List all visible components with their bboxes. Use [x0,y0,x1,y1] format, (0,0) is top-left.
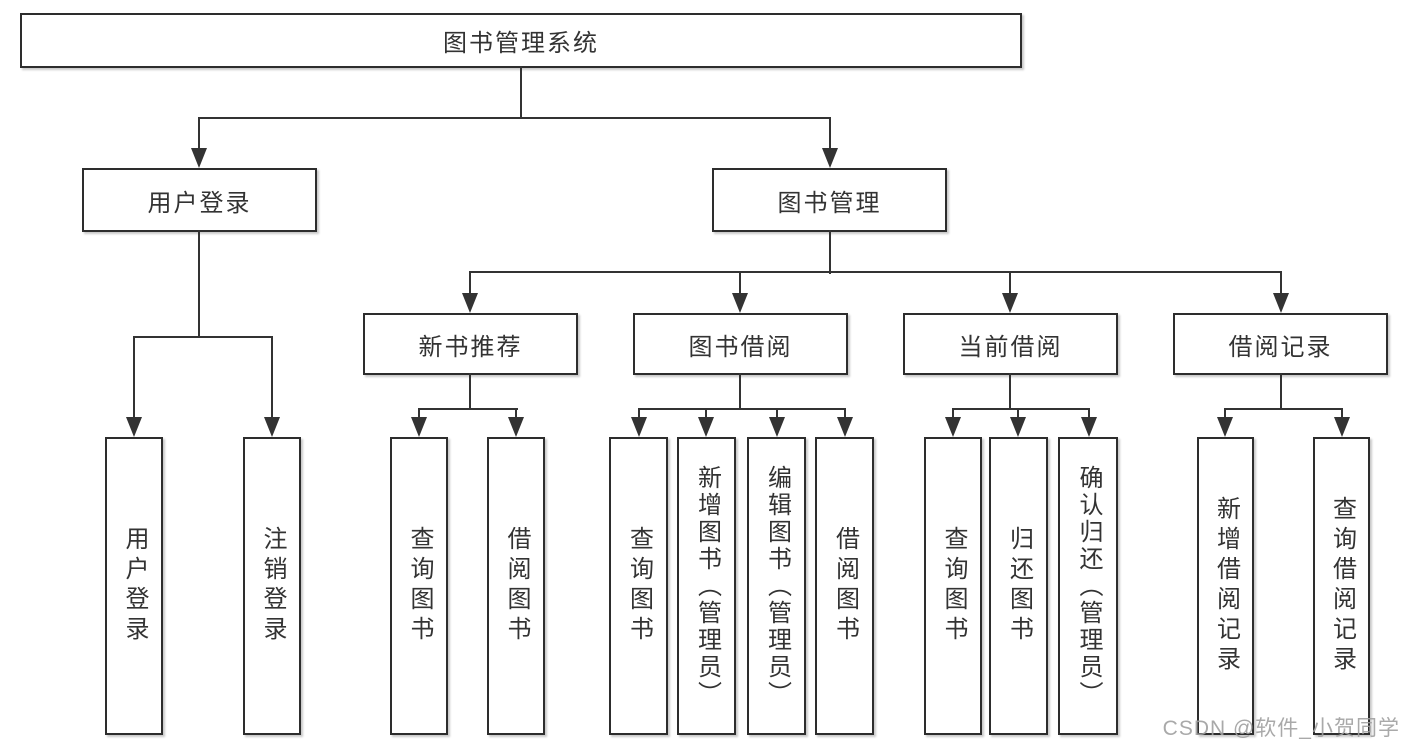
connector-leaf-drop [271,336,273,423]
leaf-bb-query-books-label: 查询图书 [625,526,653,646]
node-book-borrow-label: 图书借阅 [688,333,793,361]
leaf-nb-query-books: 查询图书 [390,437,448,735]
leaf-bb-add-books-admin-label: 新增图书（管理员） [693,464,721,708]
node-user-login: 用户登录 [82,168,317,232]
node-new-book-recommend: 新书推荐 [363,313,578,375]
leaf-br-query-record-label: 查询借阅记录 [1328,496,1356,676]
arrow-down-icon [1010,417,1026,437]
connector-level3-drop [1280,271,1282,299]
arrow-down-icon [126,417,142,437]
arrow-down-icon [732,293,748,313]
connector-level1-rail [198,117,831,119]
connector-leaf-drop [515,408,517,423]
arrow-down-icon [698,417,714,437]
leaf-bb-edit-books-admin-label: 编辑图书（管理员） [763,464,791,708]
leaf-br-add-record-label: 新增借阅记录 [1212,496,1240,676]
leaf-cb-return-books: 归还图书 [989,437,1048,735]
connector-leaf-drop [776,408,778,423]
leaf-user-login-label: 用户登录 [121,526,148,646]
leaf-bb-edit-books-admin: 编辑图书（管理员） [747,437,806,735]
arrow-down-icon [462,293,478,313]
connector-user-login-stem [198,230,200,338]
leaf-nb-query-books-label: 查询图书 [406,526,433,646]
leaf-nb-borrow-books: 借阅图书 [487,437,545,735]
connector-leaf-drop [844,408,846,423]
connector-level3-drop [469,271,471,299]
connector-leaf-drop [638,408,640,423]
arrow-down-icon [945,417,961,437]
connector-leaf-drop [1088,408,1090,423]
connector-book-mgmt-drop [829,117,831,154]
node-book-management: 图书管理 [712,168,947,232]
connector-leaf-drop [952,408,954,423]
node-current-borrow-label: 当前借阅 [958,333,1063,361]
leaf-logout-label: 注销登录 [259,526,286,646]
connector-leaf-drop [1341,408,1343,423]
connector-user-login-rail [133,336,273,338]
leaf-bb-add-books-admin: 新增图书（管理员） [677,437,736,735]
arrow-down-icon [264,417,280,437]
connector-stem [469,373,471,410]
node-borrow-records-label: 借阅记录 [1228,333,1333,361]
connector-leaf-drop [418,408,420,423]
connector-leaf-drop [133,336,135,423]
arrow-down-icon [411,417,427,437]
connector-book-mgmt-stem [829,230,831,274]
arrow-down-icon [1273,293,1289,313]
node-new-book-recommend-label: 新书推荐 [418,333,523,361]
connector-rail [1224,408,1343,410]
leaf-cb-return-books-label: 归还图书 [1005,526,1033,646]
connector-rail [418,408,518,410]
arrow-down-icon [837,417,853,437]
node-book-borrow: 图书借阅 [633,313,848,375]
connector-rail [638,408,846,410]
leaf-cb-query-books-label: 查询图书 [940,526,967,646]
connector-level3-drop [1009,271,1011,299]
connector-stem [1009,373,1011,410]
leaf-nb-borrow-books-label: 借阅图书 [503,526,530,646]
node-user-login-label: 用户登录 [147,189,252,217]
watermark: CSDN @软件_小贺同学 [1162,717,1400,740]
arrow-down-icon [1002,293,1018,313]
connector-stem [1280,373,1282,410]
connector-level3-rail [469,271,1282,273]
node-current-borrow: 当前借阅 [903,313,1118,375]
leaf-logout: 注销登录 [243,437,301,735]
arrow-down-icon [1217,417,1233,437]
connector-stem [739,373,741,410]
leaf-cb-confirm-return-admin: 确认归还（管理员） [1058,437,1118,735]
leaf-cb-confirm-return-admin-label: 确认归还（管理员） [1075,464,1102,708]
arrow-down-icon [1334,417,1350,437]
leaf-bb-borrow-books: 借阅图书 [815,437,874,735]
leaf-bb-query-books: 查询图书 [609,437,668,735]
connector-level3-drop [739,271,741,299]
leaf-bb-borrow-books-label: 借阅图书 [831,526,859,646]
arrow-down-icon [191,148,207,168]
leaf-user-login: 用户登录 [105,437,163,735]
arrow-down-icon [631,417,647,437]
node-root: 图书管理系统 [20,13,1022,68]
leaf-br-add-record: 新增借阅记录 [1197,437,1254,735]
arrow-down-icon [822,148,838,168]
arrow-down-icon [508,417,524,437]
connector-rail [952,408,1090,410]
connector-leaf-drop [1224,408,1226,423]
connector-root-stem [520,66,522,118]
node-book-management-label: 图书管理 [777,189,882,217]
arrow-down-icon [1081,417,1097,437]
node-root-label: 图书管理系统 [443,30,599,57]
connector-user-login-drop [198,117,200,154]
leaf-br-query-record: 查询借阅记录 [1313,437,1370,735]
connector-leaf-drop [1017,408,1019,423]
connector-leaf-drop [705,408,707,423]
leaf-cb-query-books: 查询图书 [924,437,982,735]
node-borrow-records: 借阅记录 [1173,313,1388,375]
arrow-down-icon [769,417,785,437]
